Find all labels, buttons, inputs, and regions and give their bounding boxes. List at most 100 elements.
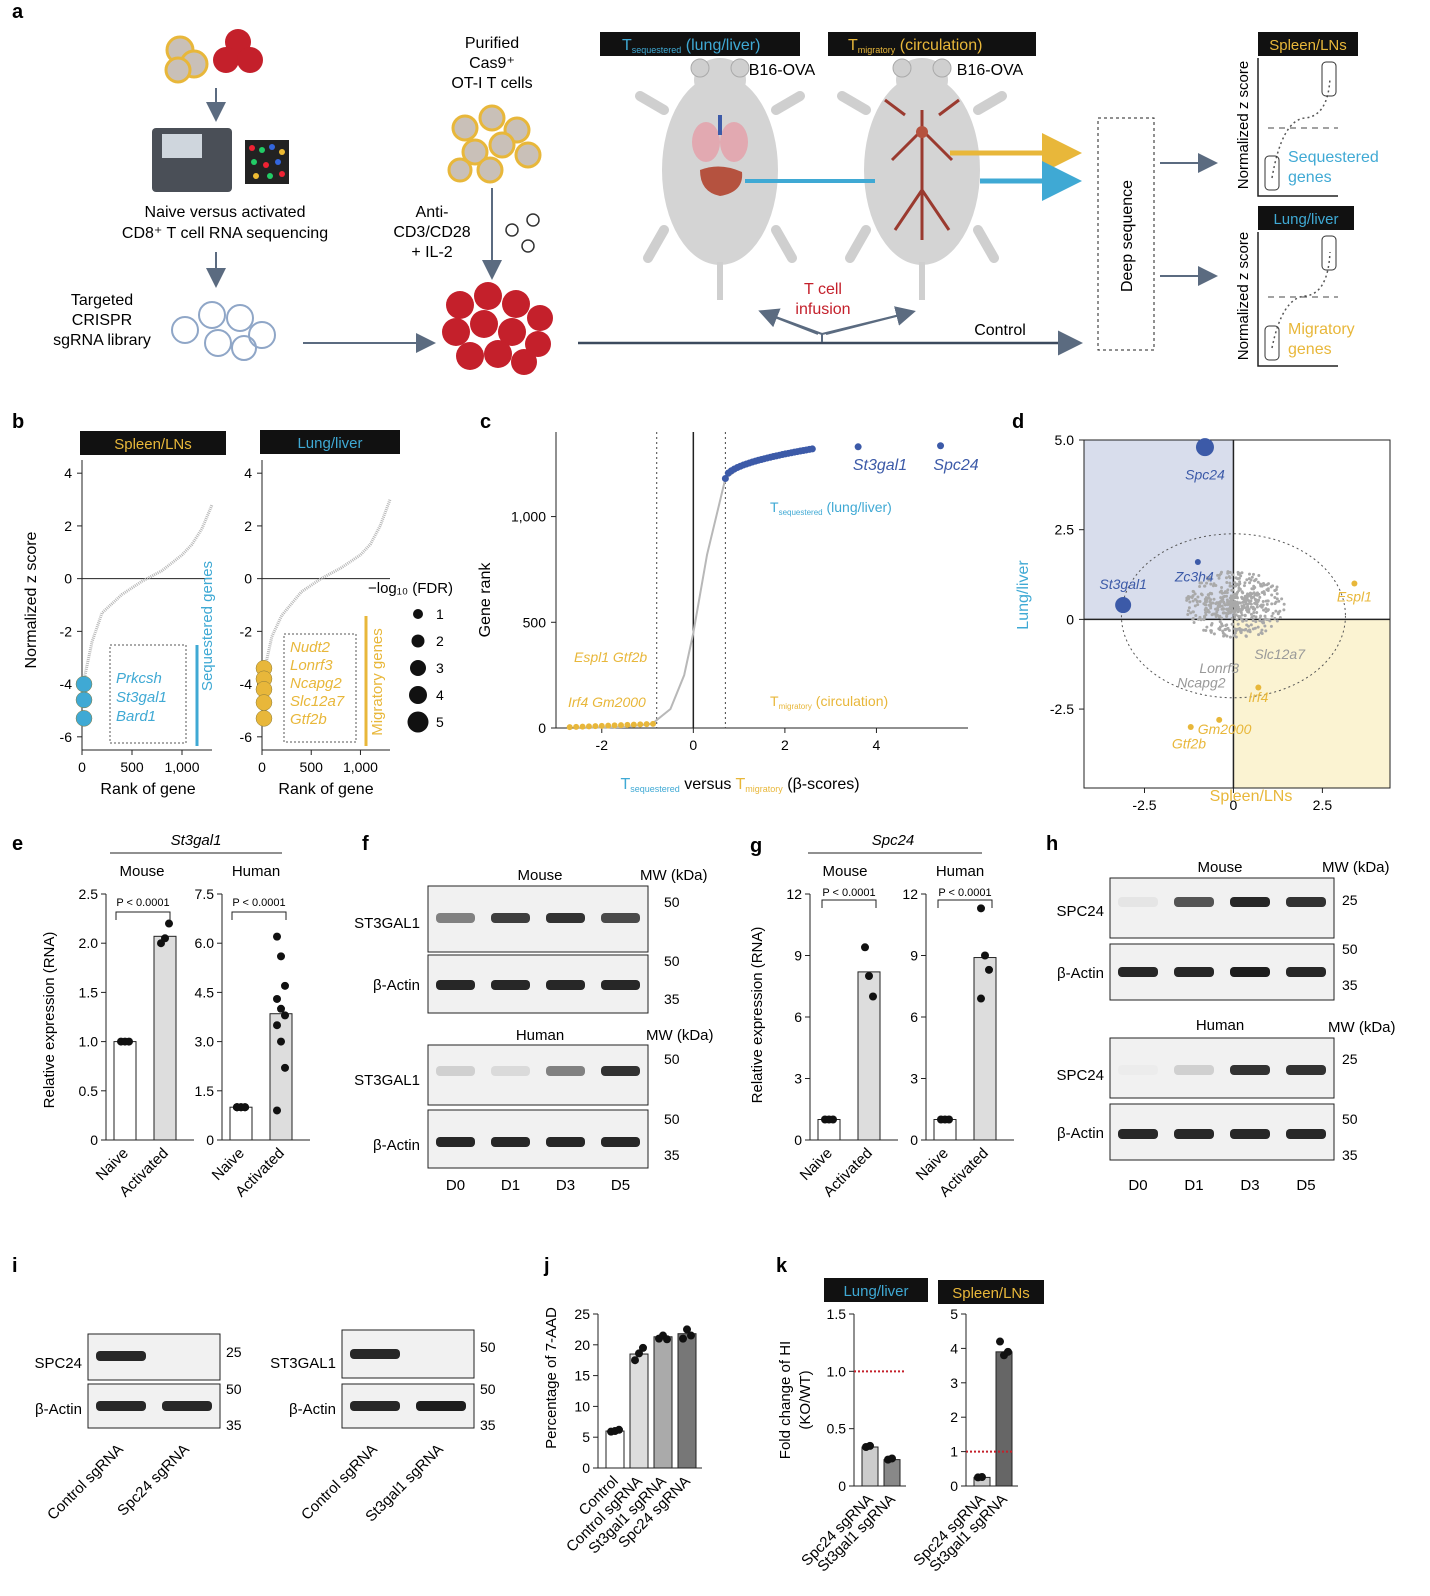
bar bbox=[229, 1106, 253, 1141]
b-left-group: Sequestered genes bbox=[199, 561, 216, 691]
g-plots: 129630NaiveActivated129630NaiveActivated… bbox=[786, 886, 1014, 1200]
h-actin: β-Actin bbox=[1057, 965, 1104, 982]
gene-point bbox=[1191, 617, 1195, 621]
mw-tick: 25 bbox=[1342, 892, 1358, 908]
gene-label: Irf4 bbox=[1248, 689, 1268, 705]
gene-point bbox=[1198, 599, 1202, 603]
data-point bbox=[273, 994, 281, 1003]
gene-point bbox=[1231, 573, 1235, 577]
gene-point bbox=[1227, 629, 1231, 633]
gene-point bbox=[1209, 576, 1213, 580]
infusion-label: infusion bbox=[795, 301, 850, 318]
blot-band bbox=[546, 980, 585, 990]
x-tick-label: 500 bbox=[120, 759, 144, 775]
blot-band bbox=[1230, 897, 1270, 907]
y-tick-label: 6 bbox=[794, 1009, 802, 1025]
gene-point bbox=[1270, 614, 1274, 618]
data-point bbox=[165, 919, 173, 928]
gene-point bbox=[1265, 602, 1269, 606]
gene-point bbox=[1255, 605, 1259, 609]
gene-point bbox=[1237, 572, 1241, 576]
library-label: sgRNA library bbox=[53, 332, 151, 349]
c-bottom-genes: Irf4 Gm2000 bbox=[568, 694, 646, 710]
gene-point bbox=[1274, 609, 1278, 613]
migratory-point bbox=[637, 721, 644, 728]
y-tick-label: 1,000 bbox=[511, 509, 546, 525]
bar bbox=[629, 1353, 649, 1469]
h-actin: β-Actin bbox=[1057, 1125, 1104, 1142]
y-tick-label: 0 bbox=[582, 1460, 590, 1476]
k-ylabel: (KO/WT) bbox=[797, 1370, 814, 1429]
gene-label: Gtf2b bbox=[1172, 736, 1206, 752]
y-tick-label: 1.0 bbox=[827, 1363, 847, 1379]
purified-label: Purified bbox=[465, 35, 519, 52]
x-tick-label: 2 bbox=[781, 737, 789, 753]
data-point bbox=[639, 1343, 647, 1352]
p-value: P < 0.0001 bbox=[822, 887, 875, 899]
gene-point bbox=[1206, 608, 1210, 612]
gene-point bbox=[1229, 599, 1233, 603]
gene-point bbox=[1216, 604, 1220, 608]
y-tick-label: 0 bbox=[794, 1132, 802, 1148]
gene-point bbox=[1209, 629, 1213, 633]
data-point bbox=[615, 1425, 623, 1434]
gene-point bbox=[1241, 604, 1245, 608]
gene-point bbox=[255, 710, 273, 727]
gene-point bbox=[1207, 578, 1211, 582]
mini-panel-tag-spleen-text: Spleen/LNs bbox=[1269, 37, 1347, 54]
gene-point bbox=[1198, 585, 1202, 589]
rank-curve bbox=[574, 452, 786, 729]
i-right-target: ST3GAL1 bbox=[270, 1355, 336, 1372]
blot-band bbox=[1118, 1065, 1158, 1075]
mini-panel-ylabel: Normalized z score bbox=[1235, 232, 1252, 360]
gene-point bbox=[1223, 591, 1227, 595]
lane-label: D0 bbox=[1128, 1177, 1147, 1194]
gene-label: Gm2000 bbox=[1198, 721, 1252, 737]
migratory-point bbox=[592, 723, 599, 730]
b-left-tag: Spleen/LNs bbox=[114, 436, 192, 453]
gene-point bbox=[1231, 600, 1235, 604]
gene-point bbox=[1275, 619, 1279, 623]
mini-panel-tag-lung-text: Lung/liver bbox=[1273, 211, 1338, 228]
blot-band bbox=[491, 1137, 530, 1147]
e-human: Human bbox=[232, 863, 280, 880]
gene-point bbox=[1196, 603, 1200, 607]
y-tick-label: 0.5 bbox=[79, 1083, 99, 1099]
gene-point bbox=[1251, 572, 1255, 576]
gene-point bbox=[1263, 624, 1267, 628]
library-label: Targeted bbox=[71, 292, 133, 309]
blot-band bbox=[601, 1066, 640, 1076]
labeled-gene-point bbox=[1115, 597, 1132, 614]
gene-point bbox=[1266, 588, 1270, 592]
blot-band bbox=[601, 1137, 640, 1147]
gene-label: Espl1 bbox=[1337, 588, 1372, 604]
y-tick-label: 0 bbox=[838, 1478, 846, 1494]
y-tick-label: 9 bbox=[910, 948, 918, 964]
antibody-icon bbox=[505, 213, 540, 253]
gene-point bbox=[1254, 601, 1258, 605]
gene-point bbox=[1205, 581, 1209, 585]
x-tick-label: 500 bbox=[300, 759, 324, 775]
blot-band bbox=[436, 1137, 475, 1147]
gene-point bbox=[1248, 581, 1252, 585]
gene-point bbox=[75, 710, 93, 727]
deep-sequence-label: Deep sequence bbox=[1119, 180, 1136, 292]
labeled-gene-point bbox=[1216, 716, 1223, 723]
migratory-point bbox=[650, 720, 657, 727]
gene-point bbox=[1258, 619, 1262, 623]
data-point bbox=[281, 981, 289, 990]
gene-point bbox=[1247, 628, 1251, 632]
model-label: B16-OVA bbox=[749, 62, 816, 79]
gene-point bbox=[1266, 608, 1270, 612]
c-gene-label: St3gal1 bbox=[853, 457, 907, 474]
gene-point bbox=[1259, 614, 1263, 618]
gene-point bbox=[1252, 610, 1256, 614]
y-tick-label: 0 bbox=[244, 571, 252, 587]
data-point bbox=[981, 951, 989, 960]
z-score-curve bbox=[260, 499, 392, 682]
gene-point bbox=[1204, 600, 1208, 604]
migratory-point bbox=[611, 722, 618, 729]
gene-point bbox=[1233, 603, 1237, 607]
labeled-gene-point bbox=[1187, 724, 1194, 731]
data-point bbox=[985, 965, 993, 974]
